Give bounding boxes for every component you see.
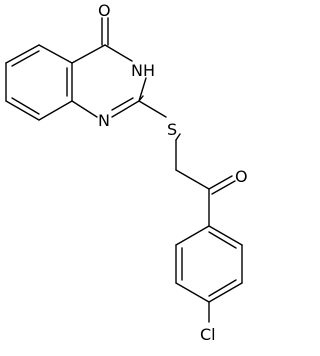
molecule-structure: O NH N S O Cl xyxy=(5,1,248,344)
thioether-chain xyxy=(138,100,236,227)
chlorophenyl-ring xyxy=(175,225,243,323)
atom-oxygen-carbonyl: O xyxy=(98,1,111,20)
atom-n-ring: N xyxy=(98,111,110,130)
pyrimidinone-ring xyxy=(71,17,147,118)
benzo-ring xyxy=(5,44,73,121)
atom-nh: NH xyxy=(131,61,155,80)
atom-oxygen-ketone: O xyxy=(235,167,248,186)
atom-chlorine: Cl xyxy=(200,325,216,344)
atom-sulfur: S xyxy=(167,120,177,139)
